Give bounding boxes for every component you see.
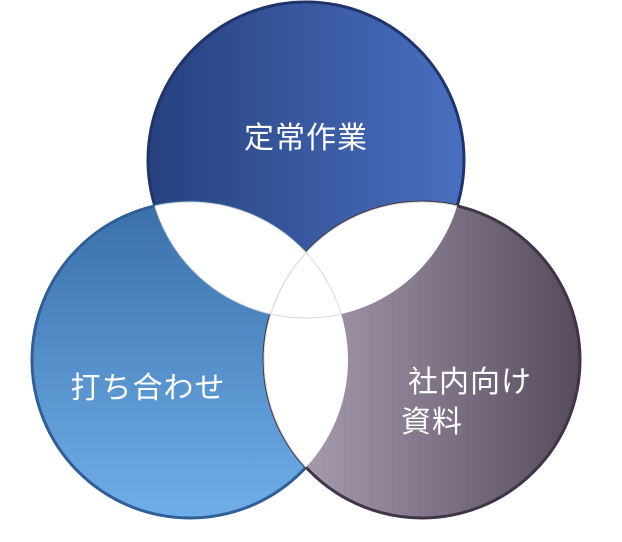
label-top: 定常作業 xyxy=(244,121,368,156)
overlap-top-right xyxy=(264,202,464,318)
label-right-line2: 資料 xyxy=(401,405,463,440)
center-outlines xyxy=(147,201,464,518)
label-left: 打ち合わせ xyxy=(71,371,226,406)
overlap-top-left xyxy=(148,202,348,318)
label-right-line1: 社内向け xyxy=(408,365,532,400)
